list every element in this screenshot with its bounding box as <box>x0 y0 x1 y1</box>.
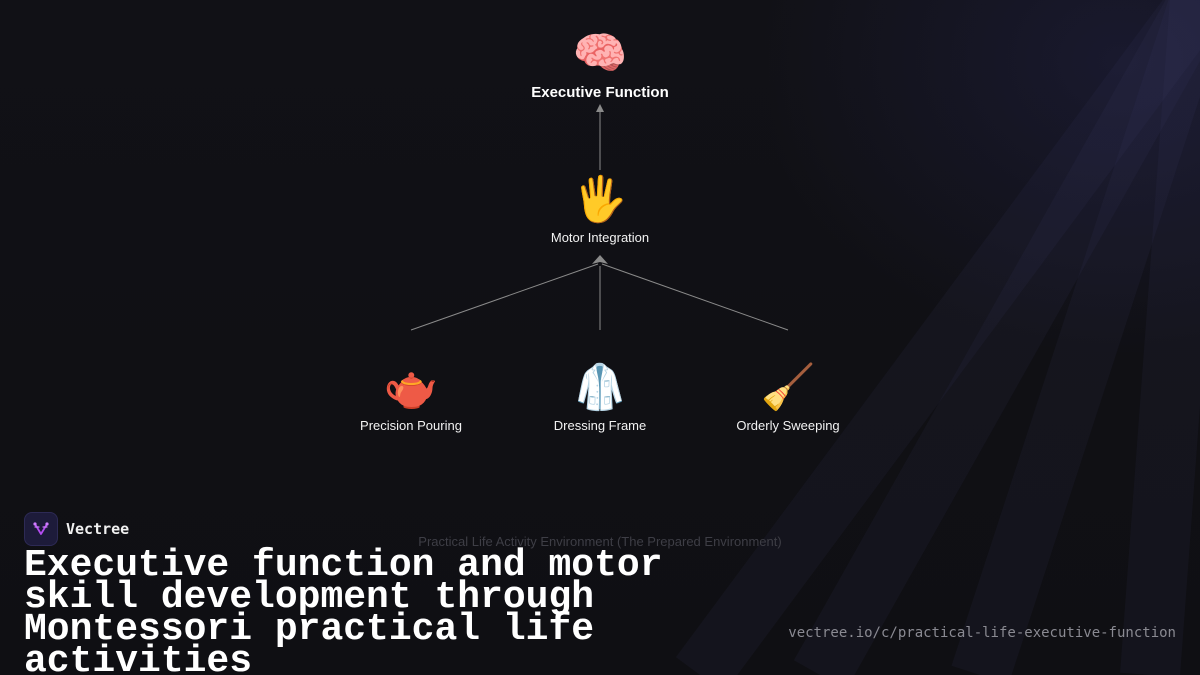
node-motor-integration: 🖐 Motor Integration <box>551 172 649 245</box>
broom-icon: 🧹 <box>760 363 816 412</box>
source-url: vectree.io/c/practical-life-executive-fu… <box>788 625 1176 641</box>
page-title: Executive function and motor skill devel… <box>24 544 663 675</box>
coat-icon: 🥼 <box>572 363 628 412</box>
brand-name: Vectree <box>66 520 130 538</box>
node-label: Executive Function <box>531 84 669 101</box>
edge-junction-arrowhead <box>592 255 608 264</box>
node-executive-function: 🧠 Executive Function <box>531 26 669 101</box>
raised-hand-icon: 🖐 <box>572 175 628 224</box>
node-label: Dressing Frame <box>553 418 647 433</box>
brain-icon: 🧠 <box>572 29 628 78</box>
edge-leaf-orderly-sweeping <box>601 263 789 331</box>
environment-caption: Practical Life Activity Environment (The… <box>418 534 782 549</box>
vectree-logo-icon <box>24 512 58 546</box>
node-precision-pouring: 🫖 Precision Pouring <box>360 360 462 433</box>
node-label: Precision Pouring <box>360 418 462 433</box>
node-orderly-sweeping: 🧹 Orderly Sweeping <box>736 360 839 433</box>
node-label: Motor Integration <box>550 230 650 245</box>
edge-leaf-precision-pouring <box>410 263 599 331</box>
node-label: Orderly Sweeping <box>736 418 840 433</box>
node-dressing-frame: 🥼 Dressing Frame <box>554 360 646 433</box>
teapot-icon: 🫖 <box>383 363 439 412</box>
brand: Vectree <box>24 512 129 546</box>
